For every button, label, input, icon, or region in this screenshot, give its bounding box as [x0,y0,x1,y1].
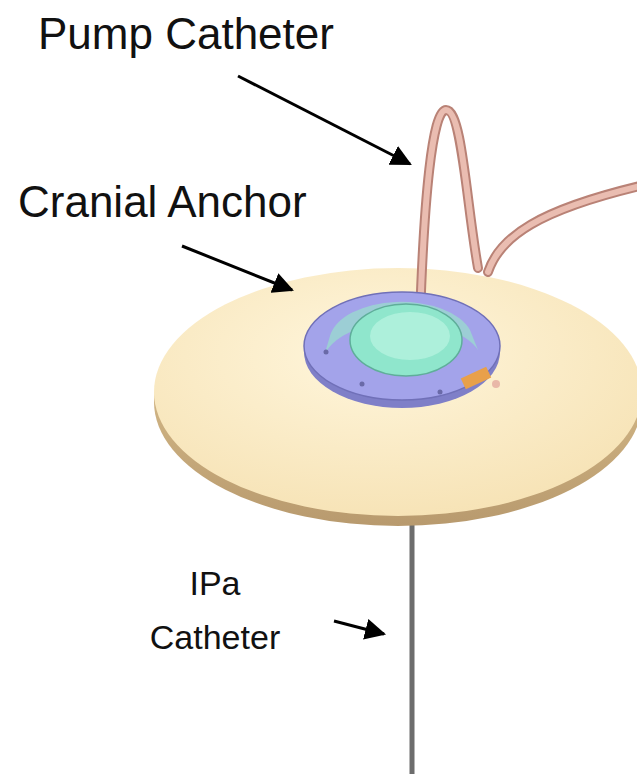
anchor-hub-port-shine [370,312,450,360]
ipa-catheter-tube [410,500,415,774]
part-label: Pump Catheter [38,8,334,61]
part-label: Cranial Anchor [18,176,307,229]
leader-arrow [238,76,410,164]
leader-arrow [334,621,384,634]
anchor-hole [360,382,365,387]
leader-arrow [182,246,292,290]
anchor-hub-port [350,304,462,376]
anchor-hub [304,292,500,400]
pump-catheter-tube [488,186,637,272]
anchor-clip [461,367,491,390]
pump-catheter-tube [420,110,478,318]
anchor-hole [324,350,329,355]
anchor-screw [492,380,500,388]
part-label: IPa Catheter [120,556,310,665]
pump-catheter-tube [420,110,478,318]
anchor-hole [438,390,443,395]
anchor-disk [154,268,637,516]
pump-catheter-tube [488,186,637,272]
